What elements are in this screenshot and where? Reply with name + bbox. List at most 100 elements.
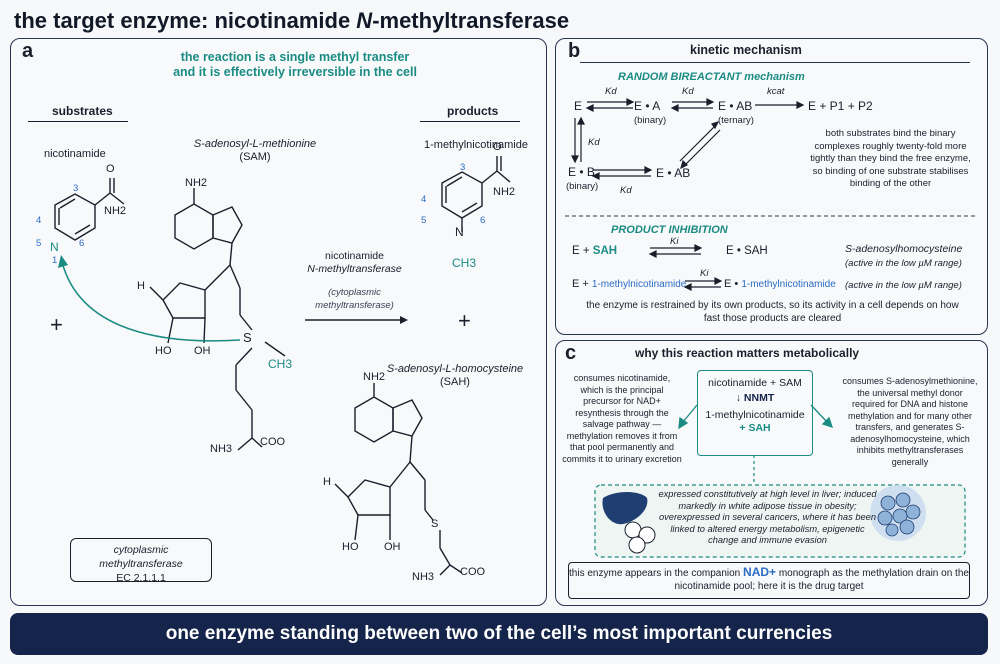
sam-label: S-adenosyl-L-methionine (SAM) — [175, 138, 335, 164]
ec-box-line-2: EC 2.1.1.1 — [116, 572, 166, 584]
panel-a — [10, 38, 547, 606]
mna-o: O — [493, 141, 502, 153]
panel-a-intro: the reaction is a single methyl transfer… — [130, 50, 460, 80]
substrates-heading: substrates — [52, 104, 113, 118]
page-title: the target enzyme: nicotinamide N-methyl… — [14, 8, 570, 33]
ring-number-5: 5 — [36, 238, 42, 249]
sah-h: H — [323, 476, 331, 488]
ring-number-6: 6 — [79, 238, 85, 249]
panel-c-label: c — [565, 342, 577, 364]
substrates-underline — [28, 121, 128, 122]
ring-number-3: 3 — [73, 183, 79, 194]
plus-left: + — [50, 312, 63, 337]
products-underline — [420, 121, 520, 122]
products-heading: products — [447, 104, 499, 118]
species-prod: E + P1 + P2 — [808, 99, 873, 113]
intro-line-2: and it is effectively irreversible in th… — [173, 65, 417, 79]
panel-c — [555, 340, 988, 606]
random-heading: RANDOM BIREACTANT mechanism — [618, 71, 805, 83]
kd-2: Kd — [682, 86, 694, 97]
sah-s: S — [431, 518, 439, 530]
left-text: consumes nicotinamide, which is the prin… — [562, 373, 682, 464]
sah-adenine — [354, 396, 394, 443]
sam-ribose — [162, 282, 206, 319]
sah-ribose — [347, 479, 391, 516]
ec-box-line-1: cytoplasmic methyltransferase — [99, 544, 183, 570]
nicotinamide-ring — [54, 193, 96, 241]
sah-abbrev: (SAH) — [440, 376, 470, 388]
mna-number-3: 3 — [460, 162, 466, 173]
inh-row1-right: E • SAH — [726, 245, 768, 257]
mna-number-5: 5 — [421, 215, 427, 226]
center-top: nicotinamide + SAM — [708, 377, 802, 389]
sam-adenine — [174, 203, 214, 250]
sah-name: S-adenosyl-L-homocysteine — [386, 363, 524, 375]
right-text: consumes S-adenosylmethionine, the unive… — [842, 376, 978, 467]
panel-b-heading: kinetic mechanism — [690, 43, 802, 57]
plus-right: + — [458, 308, 471, 333]
ring-number-1: 1 — [52, 255, 58, 266]
inh-row2-left: E + 1-methylnicotinamide — [572, 278, 687, 290]
inh-row1-left: E + ESAH — [572, 245, 618, 257]
mna-number-4: 4 — [421, 194, 427, 205]
footer-banner: one enzyme standing between two of the c… — [10, 613, 988, 655]
sam-oh: OH — [194, 345, 211, 357]
sah-nh2: NH2 — [363, 371, 386, 383]
kcat: kcat — [767, 86, 785, 97]
center-reaction-box: nicotinamide + SAM ↓ NNMT 1-methylnicoti… — [697, 370, 813, 456]
panel-a-structures — [54, 156, 511, 576]
sah-label: S-adenosyl-L-homocysteine (SAH) — [375, 363, 535, 389]
center-bottom-2: + SAH — [739, 422, 771, 434]
kinetic-note: both substrates bind the binary complexe… — [810, 128, 971, 189]
nicotinamide-label: nicotinamide — [44, 148, 106, 160]
liver-icon — [602, 492, 648, 525]
nicotinamide-nh2: NH2 — [104, 205, 127, 217]
inh-row2-right: E • 1-methylnicotinamide — [724, 278, 836, 290]
sah-ho: HO — [342, 541, 359, 553]
sam-coo: COO — [260, 436, 286, 448]
species-eab: E • AB — [718, 99, 753, 113]
intro-line-1: the reaction is a single methyl transfer — [180, 50, 410, 64]
range-note-1: (active in the low µM range) — [845, 258, 962, 269]
kinetic-arrows — [565, 98, 975, 291]
sam-s: S — [243, 330, 252, 345]
methyl-transfer-arrow — [61, 261, 241, 342]
sam-abbrev: (SAM) — [239, 151, 271, 163]
enzyme-label: nicotinamide N-methyltransferase (cytopl… — [292, 250, 417, 312]
mna-ring — [441, 171, 483, 219]
range-note-2: (active in the low µM range) — [845, 280, 962, 291]
panel-a-label: a — [22, 40, 34, 62]
panel-b — [555, 38, 988, 335]
panel-c-heading: why this reaction matters metabolically — [635, 346, 860, 360]
ternary-label: (ternary) — [718, 115, 754, 126]
species-eb: E • B — [568, 165, 595, 179]
center-enzyme: ↓ NNMT — [735, 392, 775, 404]
enzyme-note-1: (cytoplasmic — [328, 287, 381, 298]
mna-number-6: 6 — [480, 215, 486, 226]
species-e: E — [574, 99, 583, 113]
nicotinamide-o: O — [106, 163, 115, 175]
sam-nh3: NH3 — [210, 443, 233, 455]
sam-h: H — [137, 280, 145, 292]
kd-1: Kd — [605, 86, 617, 97]
mna-n: N — [455, 225, 464, 239]
mna-label: 1-methylnicotinamide — [424, 139, 528, 151]
sah-full-name: S-adenosylhomocysteine — [845, 243, 963, 255]
panel-c-connectors — [594, 404, 966, 558]
mna-ch3: CH3 — [452, 256, 477, 270]
tumor-cells-icon — [870, 485, 926, 541]
sah-nh3: NH3 — [412, 571, 435, 583]
sam-nh2: NH2 — [185, 177, 208, 189]
companion-note: this enzyme appears in the companion NAD… — [568, 562, 970, 599]
enzyme-line-1: nicotinamide — [325, 250, 384, 262]
panel-b-label: b — [568, 40, 581, 62]
panel-b-heading-rule — [580, 62, 970, 63]
tissue-text: expressed constitutively at high level i… — [658, 489, 877, 545]
ring-number-4: 4 — [36, 215, 42, 226]
kd-3: Kd — [588, 137, 600, 148]
ki-1: Ki — [670, 236, 679, 247]
inhibition-footer-note: the enzyme is restrained by its own prod… — [586, 300, 959, 324]
enzyme-note-2: methyltransferase) — [315, 300, 394, 311]
sam-ch3: CH3 — [268, 357, 293, 371]
binary-label-1: (binary) — [634, 115, 667, 126]
